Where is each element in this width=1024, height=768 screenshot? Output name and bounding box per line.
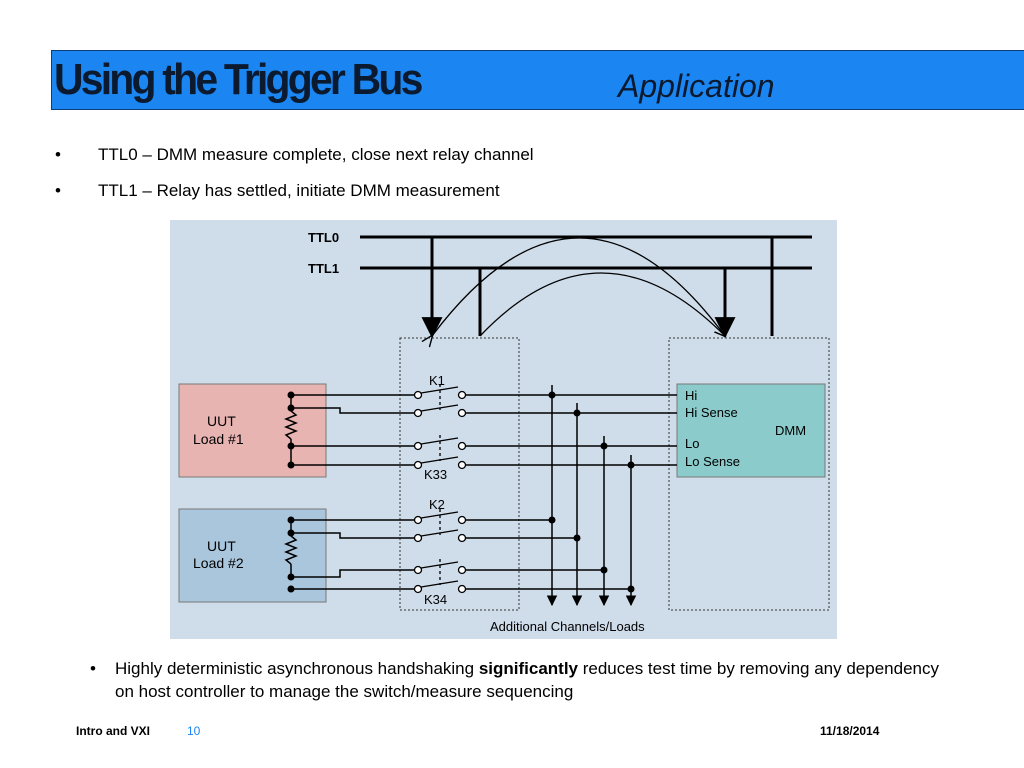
- uut1-label-line1: UUT: [207, 413, 236, 429]
- additional-channels-label: Additional Channels/Loads: [490, 619, 645, 634]
- title-bar: Using the Trigger Bus Application: [51, 50, 1024, 110]
- bullet-text: Highly deterministic asynchronous handsh…: [115, 657, 955, 703]
- footer-page-number: 10: [187, 724, 201, 738]
- ttl0-label: TTL0: [308, 230, 339, 245]
- dmm-hi-label: Hi: [685, 388, 697, 403]
- dmm-hi-sense-label: Hi Sense: [685, 405, 738, 420]
- dmm-module-box: [668, 337, 830, 611]
- switch-module-box: [399, 337, 520, 611]
- relay-k2-label: K2: [429, 497, 445, 512]
- ttl0-handshake-arc: [432, 237, 726, 336]
- footer-course: Intro and VXI: [76, 724, 151, 738]
- dmm-box: [676, 383, 826, 478]
- slide-title: Using the Trigger Bus: [54, 55, 423, 104]
- uut-load-2-box: [178, 508, 327, 603]
- bullet-marker: •: [55, 181, 61, 200]
- uut2-label-line1: UUT: [207, 538, 236, 554]
- uut1-label-line2: Load #1: [193, 431, 244, 447]
- dmm-lo-label: Lo: [685, 436, 699, 451]
- dmm-lo-sense-label: Lo Sense: [685, 454, 740, 469]
- ttl1-label: TTL1: [308, 261, 339, 276]
- bullet-marker: •: [90, 659, 96, 678]
- bullet-marker: •: [55, 145, 61, 164]
- slide-subtitle: Application: [618, 68, 775, 104]
- relay-k1-label: K1: [429, 373, 445, 388]
- bullet-text: TTL0 – DMM measure complete, close next …: [98, 145, 534, 164]
- dmm-label: DMM: [775, 423, 806, 438]
- trigger-bus-diagram: TTL0 TTL1 UUT Load #1 UUT Load #2 Hi Hi …: [170, 220, 837, 639]
- uut2-label-line2: Load #2: [193, 555, 244, 571]
- ttl1-handshake-arc: [479, 272, 725, 336]
- relay-k34-label: K34: [424, 592, 447, 607]
- uut-load-1-box: [178, 383, 327, 478]
- footer-date: 11/18/2014: [820, 724, 880, 738]
- bullet-text: TTL1 – Relay has settled, initiate DMM m…: [98, 181, 500, 200]
- relay-k33-label: K33: [424, 467, 447, 482]
- bullet-emphasis: significantly: [478, 659, 578, 678]
- bullet-suffix: reduces test time by removing any depend…: [115, 659, 939, 701]
- bullet-prefix: Highly deterministic asynchronous handsh…: [115, 659, 479, 678]
